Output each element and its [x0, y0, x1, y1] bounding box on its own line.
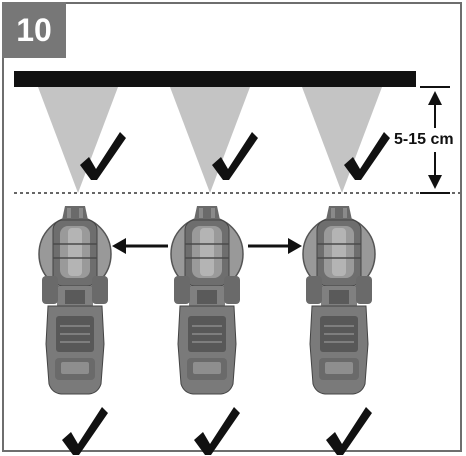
panel-frame [2, 2, 462, 452]
spray-cone-1 [38, 87, 118, 193]
check-mark-icon [62, 407, 108, 455]
check-mark-icon [326, 407, 372, 455]
arrow-left-icon [112, 238, 168, 254]
distance-label: 5-15 cm [393, 131, 455, 149]
spray-cone-3 [302, 87, 382, 193]
spray-cone-2 [170, 87, 250, 193]
arrow-right-icon [248, 238, 302, 254]
dimension-arrow-down-icon [428, 152, 442, 189]
spray-tool-left [38, 205, 112, 395]
spray-tool-center [170, 205, 244, 395]
step-number-badge: 10 [2, 2, 66, 58]
spray-tool-right [302, 205, 376, 395]
dimension-arrow-up-icon [428, 91, 442, 128]
check-mark-icon [194, 407, 240, 455]
surface-bar [14, 71, 416, 87]
